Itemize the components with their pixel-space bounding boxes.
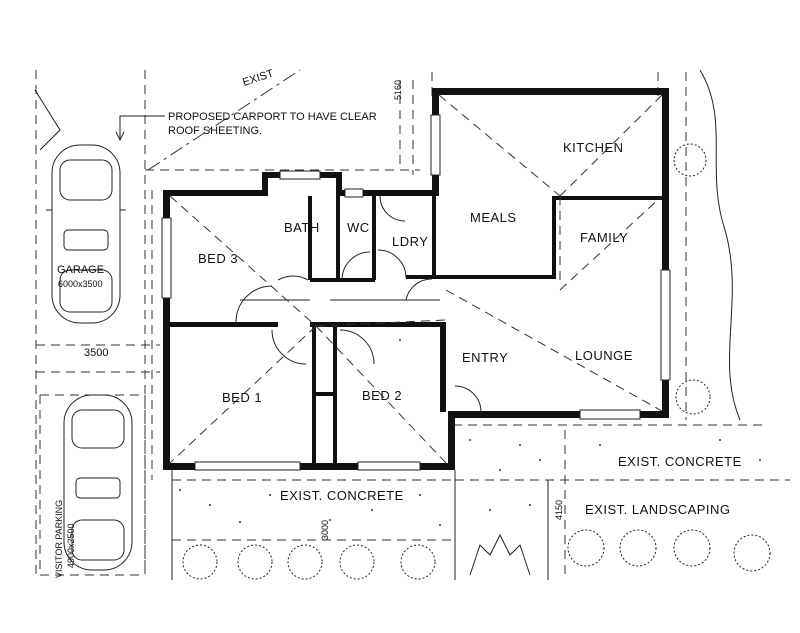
room-label-bath: BATH bbox=[284, 220, 320, 235]
exist-landscaping-label: EXIST. LANDSCAPING bbox=[585, 502, 731, 517]
windows bbox=[161, 114, 671, 471]
exist-concrete-bottom-label: EXIST. CONCRETE bbox=[280, 488, 404, 503]
room-label-entry: ENTRY bbox=[462, 350, 508, 365]
dimension-3500: 3500 bbox=[84, 347, 108, 359]
carport-note-line1: PROPOSED CARPORT TO HAVE CLEAR bbox=[168, 111, 377, 123]
garage-dims: 6000x3500 bbox=[58, 279, 103, 289]
car-garage bbox=[46, 144, 126, 324]
room-label-bed3: BED 3 bbox=[198, 251, 238, 266]
dimension-5160: 5160 bbox=[393, 80, 403, 100]
landscaping-shrubs bbox=[34, 69, 771, 580]
room-label-kitchen: KITCHEN bbox=[563, 140, 624, 155]
exist-concrete-right-label: EXIST. CONCRETE bbox=[618, 454, 742, 469]
room-label-lounge: LOUNGE bbox=[575, 348, 633, 363]
room-label-ldry: LDRY bbox=[392, 234, 428, 249]
visitor-parking-dims: 4900x2500 bbox=[66, 523, 76, 568]
room-label-wc: WC bbox=[347, 220, 370, 235]
site-boundary-lines bbox=[35, 69, 790, 580]
room-label-bed2: BED 2 bbox=[362, 388, 402, 403]
car-visitor bbox=[63, 394, 133, 571]
garage-label: GARAGE bbox=[57, 264, 104, 276]
roof-hip-lines bbox=[169, 94, 663, 464]
doors bbox=[235, 195, 482, 413]
room-label-bed1: BED 1 bbox=[222, 390, 262, 405]
visitor-parking-label: VISITOR PARKING bbox=[54, 500, 64, 578]
dimension-3000: 3000 bbox=[320, 520, 330, 540]
room-label-family: FAMILY bbox=[580, 230, 628, 245]
room-label-meals: MEALS bbox=[470, 210, 517, 225]
exist-top-label: EXIST bbox=[241, 68, 275, 89]
carport-note-line2: ROOF SHEETING. bbox=[168, 125, 262, 137]
concrete-stipple bbox=[179, 339, 761, 526]
dimension-4150: 4150 bbox=[554, 500, 564, 520]
